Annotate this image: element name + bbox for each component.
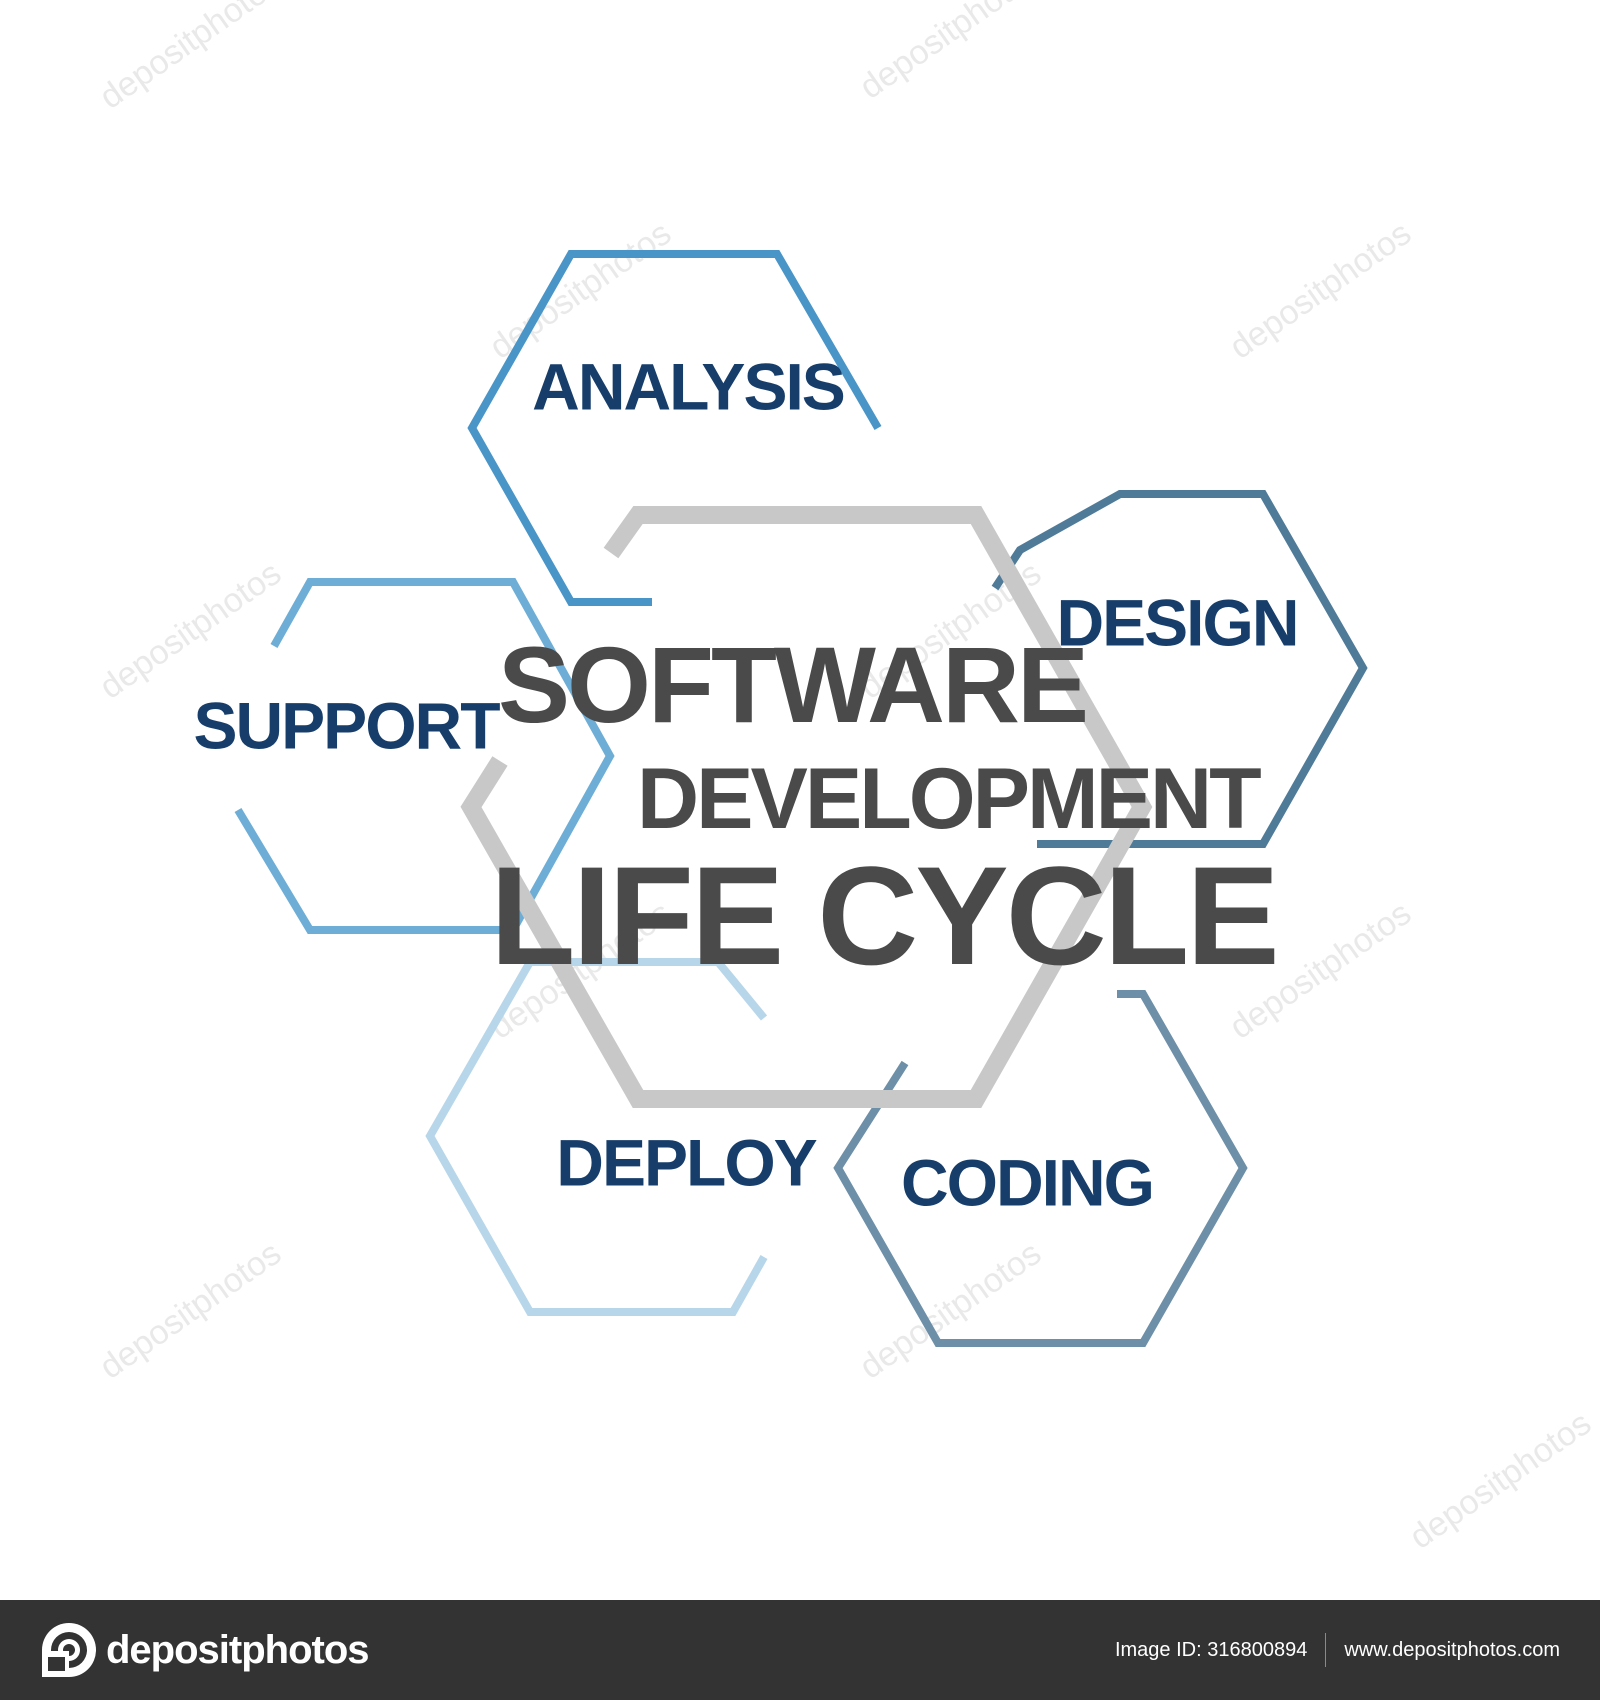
design-hexagon: [991, 490, 1368, 848]
stage-label-coding: CODING: [901, 1145, 1153, 1219]
coding-hexagon: [833, 990, 1248, 1347]
watermark-text: depositphotos: [853, 0, 1048, 107]
watermark-text: depositphotos: [1223, 214, 1418, 367]
watermark-text: depositphotos: [93, 554, 288, 707]
stage-label-analysis: ANALYSIS: [532, 349, 844, 423]
center-hexagon: [460, 506, 1153, 1108]
title-line-life-cycle: LIFE CYCLE: [490, 837, 1277, 994]
watermark-text: depositphotos: [1403, 1404, 1598, 1557]
watermark-text: depositphotos: [93, 0, 288, 117]
diagram-canvas: depositphotos depositphotos depositphoto…: [92, 0, 1599, 1557]
analysis-hexagon: [467, 250, 882, 606]
stage-label-support: SUPPORT: [193, 688, 500, 762]
footer-brand-name: depositphotos: [106, 1627, 370, 1672]
stage-label-design: DESIGN: [1056, 585, 1297, 659]
footer-brand[interactable]: depositphotos: [40, 1621, 370, 1679]
title-line-development: DEVELOPMENT: [637, 751, 1261, 847]
watermark-text: depositphotos: [483, 214, 678, 367]
support-hexagon-top: [234, 578, 615, 934]
watermark-text: depositphotos: [853, 1234, 1048, 1387]
footer-bar: depositphotos Image ID: 316800894 www.de…: [0, 1600, 1600, 1700]
image-id-text: Image ID: 316800894: [1114, 1638, 1308, 1661]
title-line-software: SOFTWARE: [498, 624, 1086, 745]
footer-url-link[interactable]: www.depositphotos.com: [1344, 1638, 1560, 1661]
footer-divider: [1325, 1633, 1327, 1667]
diagram-svg: depositphotos depositphotos depositphoto…: [93, 0, 1598, 1557]
watermark-text: depositphotos: [93, 1234, 288, 1387]
deploy-hexagon: [425, 958, 768, 1316]
camera-icon: [42, 1623, 96, 1677]
stage-label-deploy: DEPLOY: [556, 1125, 816, 1199]
footer-meta: Image ID: 316800894 www.depositphotos.co…: [1115, 1633, 1560, 1667]
